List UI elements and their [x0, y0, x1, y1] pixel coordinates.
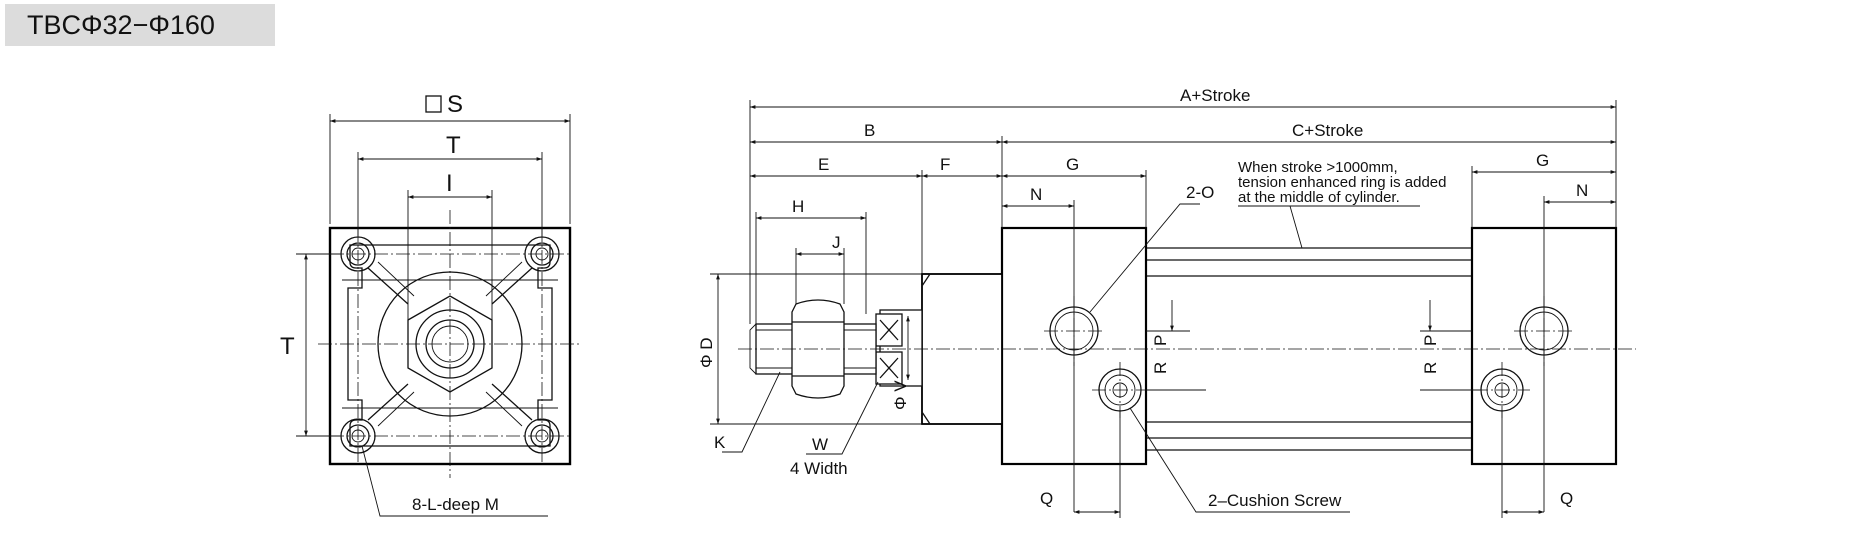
dim-t-top-label: T — [446, 132, 461, 159]
jam-nut-faces — [792, 321, 844, 377]
width-note-label: 4 Width — [790, 459, 848, 478]
dim-a-label: A+Stroke — [1180, 86, 1250, 105]
dim-f-label: F — [940, 155, 950, 174]
front-hex-nut — [407, 295, 493, 393]
dim-p-left-label: P — [1151, 335, 1170, 346]
front-ribs-inner — [377, 261, 523, 427]
dim-k-leader — [722, 371, 781, 453]
hole-note-leader — [361, 445, 548, 517]
stroke-note-line2: tension enhanced ring is added — [1238, 174, 1447, 191]
dim-t-left-extension — [296, 253, 340, 437]
dim-q-right-label: Q — [1560, 489, 1573, 508]
dim-d-label: Φ D — [697, 337, 716, 368]
dim-r-right-label: R — [1421, 362, 1440, 374]
dim-pr-left-extension — [1146, 330, 1206, 391]
port-note-label: 2-O — [1186, 183, 1214, 202]
barrel-lines — [1146, 247, 1472, 451]
dim-j-label: J — [832, 233, 841, 252]
dim-n-right-label: N — [1576, 181, 1588, 200]
dim-g-left-label: G — [1066, 155, 1079, 174]
dim-h-j-extension — [755, 212, 867, 324]
dim-d-extension — [710, 273, 922, 425]
dim-pr-right-extension — [1420, 330, 1480, 391]
dim-k-label: K — [714, 433, 726, 452]
stroke-note-line3: at the middle of cylinder. — [1238, 189, 1400, 206]
dim-w-label: W — [812, 435, 828, 454]
cushion-note-label: 2–Cushion Screw — [1208, 491, 1342, 510]
port-note-leader — [1089, 203, 1200, 313]
wrench-flat-cross — [879, 319, 899, 379]
square-symbol-icon — [425, 95, 442, 113]
dim-g-right-label: G — [1536, 151, 1549, 170]
dim-a-extension — [749, 100, 1617, 324]
front-view: S T I T 8-L-deep M — [280, 91, 582, 517]
dim-s-extension — [329, 114, 571, 224]
gland-chamfer — [921, 273, 931, 425]
side-view: A+Stroke B C+Stroke E F G G N N H — [697, 86, 1636, 518]
dim-b-label: B — [864, 121, 875, 140]
dim-v-label: Φ V — [891, 380, 910, 410]
stroke-note-leader — [1238, 205, 1420, 249]
dim-w-leader — [806, 381, 879, 455]
dim-r-left-label: R — [1151, 362, 1170, 374]
hole-note-label: 8-L-deep M — [412, 495, 499, 514]
dim-n-left-label: N — [1030, 185, 1042, 204]
dim-p-right-label: P — [1421, 335, 1440, 346]
dim-t-top-extension — [357, 152, 543, 236]
dim-h-label: H — [792, 197, 804, 216]
dim-i-label: I — [446, 170, 453, 197]
dim-t-left-label: T — [280, 333, 295, 360]
title-box: TBCΦ32−Φ160 — [5, 4, 275, 46]
front-inner-outline — [347, 244, 553, 447]
dim-s-label: S — [447, 91, 463, 118]
dim-c-label: C+Stroke — [1292, 121, 1363, 140]
dim-q-left-label: Q — [1040, 489, 1053, 508]
cushion-note-leader — [1129, 407, 1350, 513]
dim-e-label: E — [818, 155, 829, 174]
drawing-title: TBCΦ32−Φ160 — [27, 10, 215, 40]
stroke-note-line1: When stroke >1000mm, — [1238, 159, 1398, 176]
dim-i-extension — [407, 190, 493, 320]
front-center-lines — [318, 210, 582, 478]
front-ribs — [367, 267, 533, 421]
